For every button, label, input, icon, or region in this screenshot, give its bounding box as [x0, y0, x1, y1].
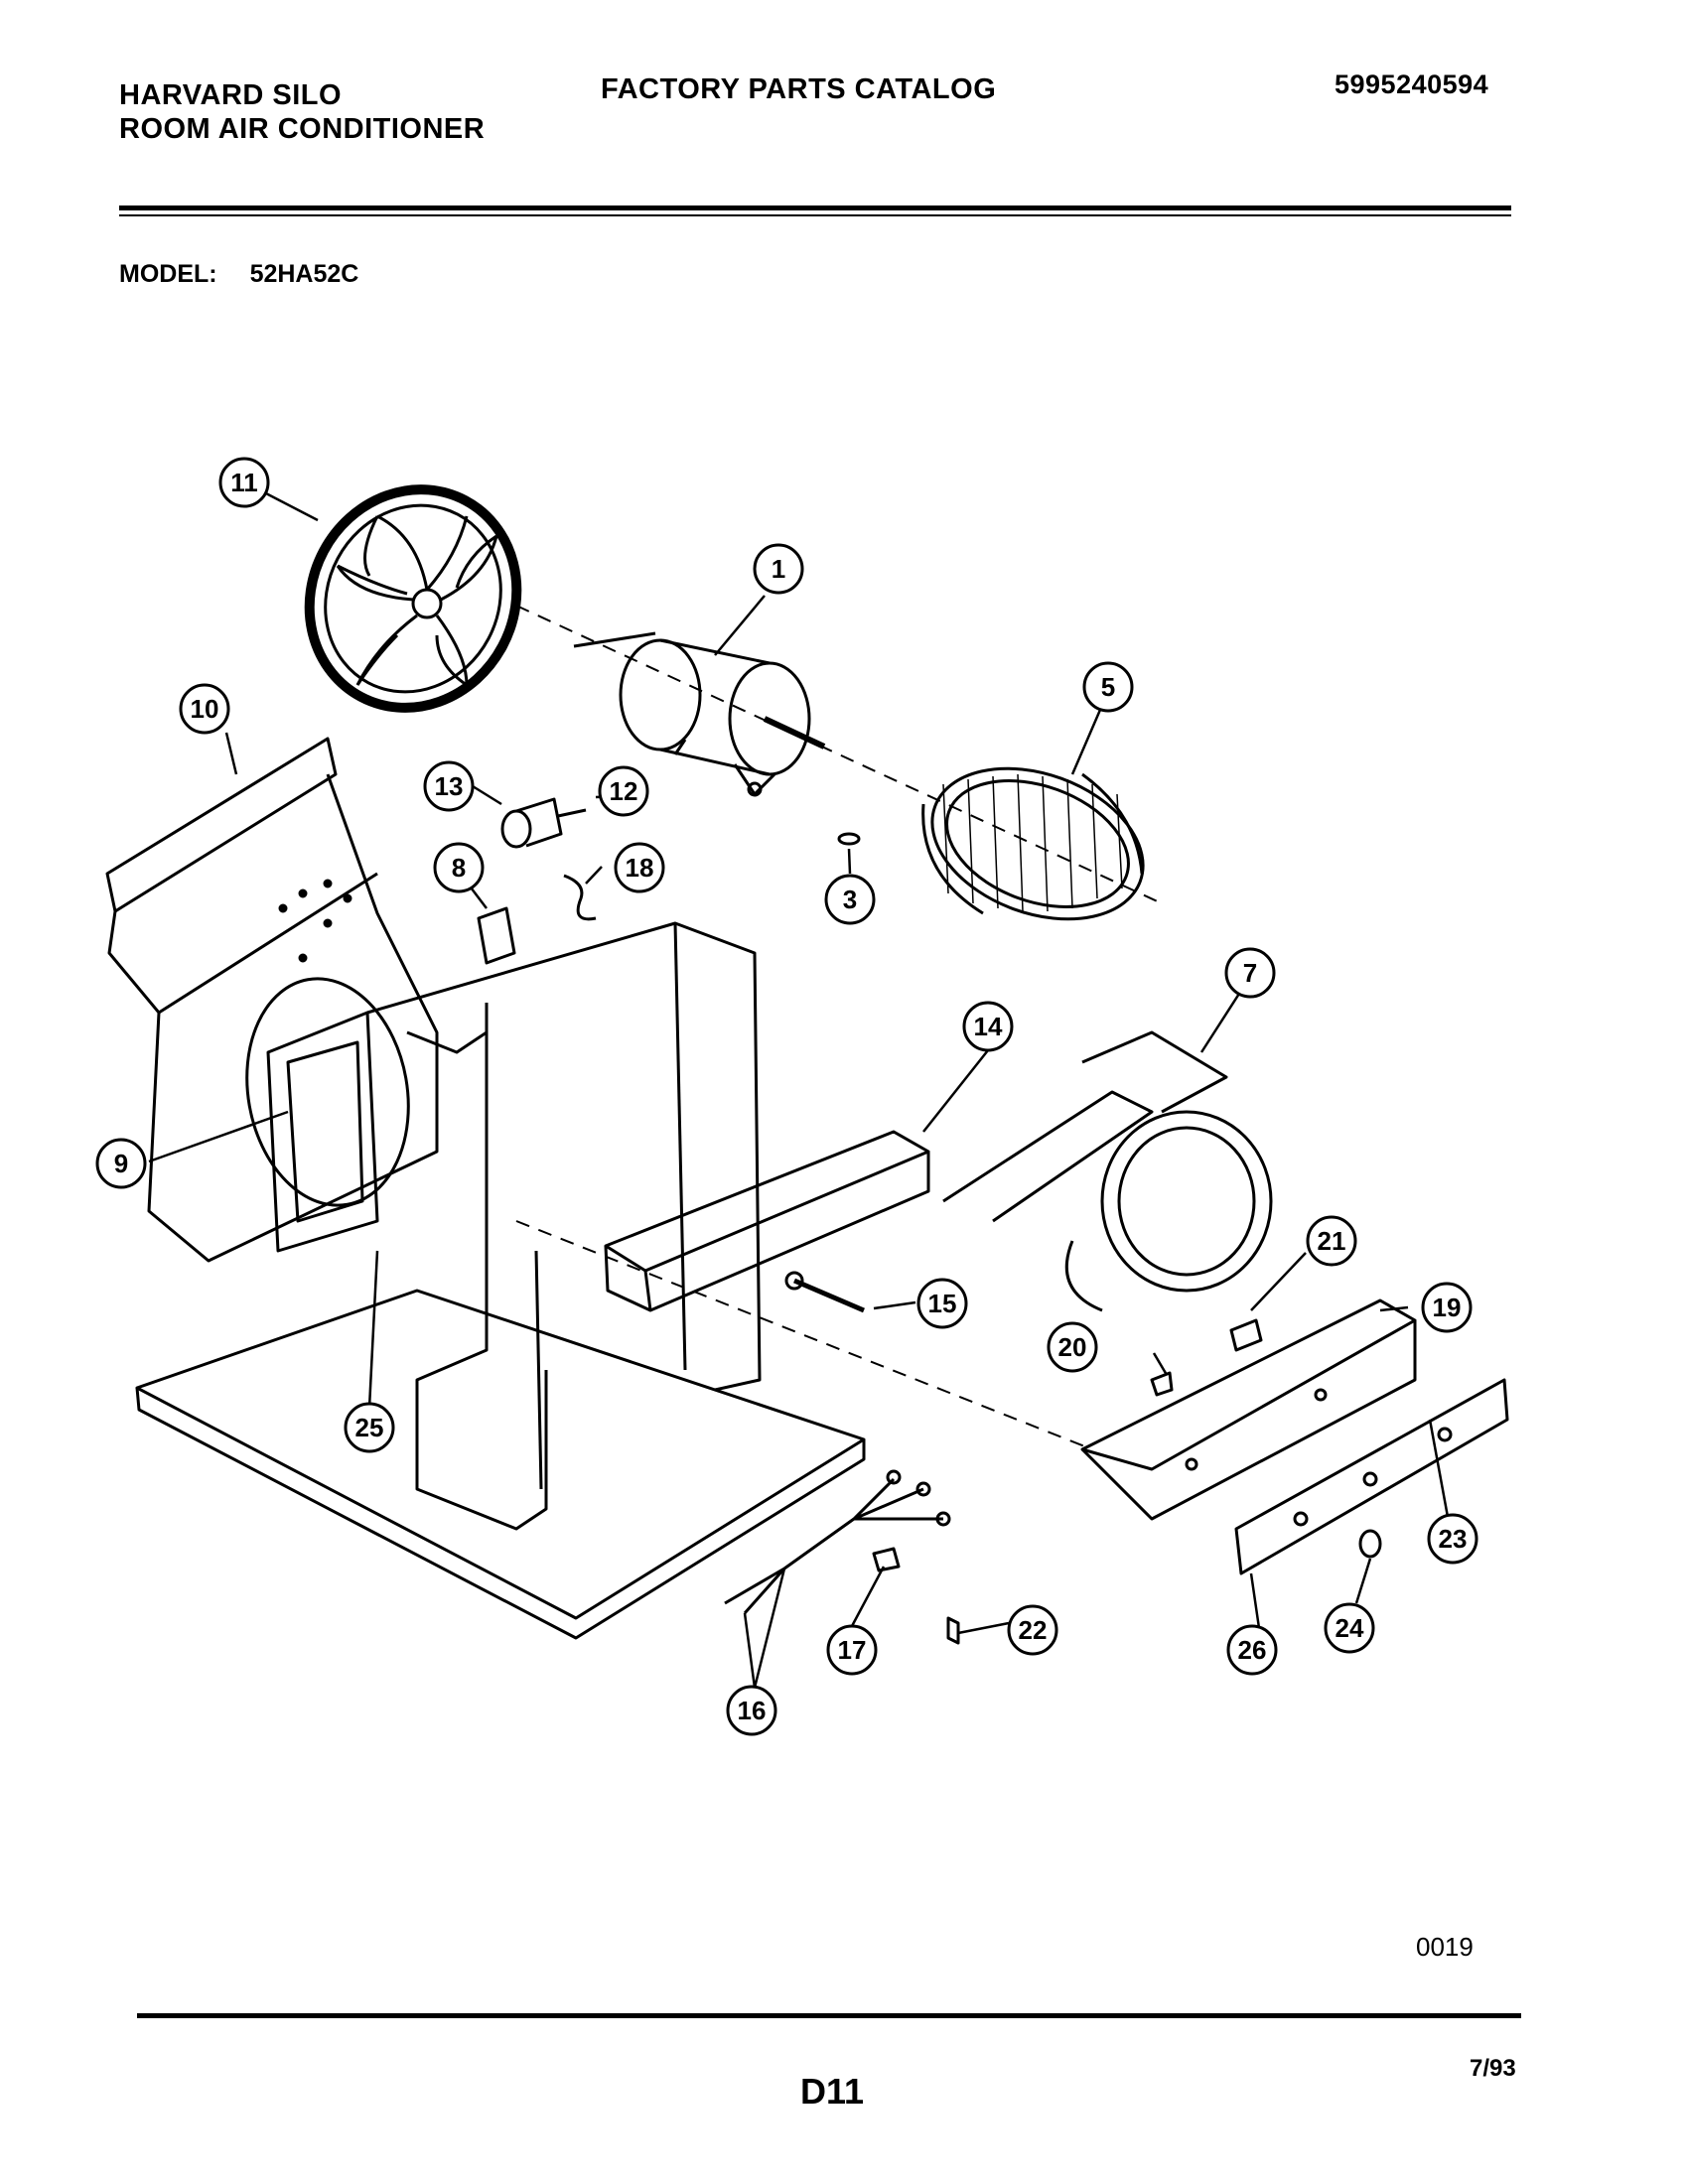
- callout-24: 24: [1324, 1602, 1375, 1654]
- drawing-code: 0019: [1416, 1932, 1474, 1962]
- callout-1: 1: [753, 543, 804, 595]
- svg-text:13: 13: [435, 771, 464, 801]
- callout-26: 26: [1226, 1624, 1278, 1676]
- callout-18: 18: [614, 842, 665, 893]
- callout-21: 21: [1306, 1215, 1357, 1267]
- control-bracket-part: [604, 1130, 930, 1312]
- model-row: MODEL: 52HA52C: [119, 260, 358, 289]
- page-id: D11: [800, 2071, 865, 2112]
- header-rule-thin: [119, 214, 1511, 216]
- svg-text:3: 3: [843, 885, 857, 914]
- header-rule-thick: [119, 205, 1511, 210]
- svg-text:25: 25: [355, 1413, 384, 1442]
- svg-text:11: 11: [230, 468, 258, 497]
- svg-text:5: 5: [1101, 672, 1115, 702]
- base-pan-part: [135, 1289, 866, 1640]
- svg-text:7: 7: [1243, 958, 1257, 988]
- svg-text:16: 16: [738, 1696, 767, 1725]
- svg-text:23: 23: [1439, 1524, 1468, 1554]
- svg-text:9: 9: [114, 1149, 128, 1178]
- scroll-housing-part: [942, 1030, 1273, 1312]
- callout-bubbles: 11 1 5 10 13 12 8 18 3 7 14 9 21 19 15 2…: [95, 457, 1478, 1736]
- brand-line-1: HARVARD SILO: [119, 79, 343, 111]
- condenser-shroud-part: [105, 737, 439, 1263]
- callout-11: 11: [218, 457, 270, 508]
- control-panel-bracket-part: [1080, 1298, 1417, 1521]
- callout-25: 25: [344, 1402, 395, 1453]
- bulkhead-part: [266, 921, 762, 1531]
- svg-text:17: 17: [838, 1635, 867, 1665]
- footer-rule: [137, 2013, 1521, 2018]
- mounting-plate-part: [1234, 1378, 1509, 1575]
- brand-line-2: ROOM AIR CONDITIONER: [119, 113, 486, 145]
- model-value: 52HA52C: [249, 260, 359, 288]
- callout-16: 16: [726, 1685, 777, 1736]
- callout-19: 19: [1421, 1282, 1473, 1333]
- svg-text:12: 12: [610, 776, 638, 806]
- svg-text:26: 26: [1238, 1635, 1267, 1665]
- callout-20: 20: [1047, 1321, 1098, 1373]
- callout-22: 22: [1007, 1604, 1058, 1656]
- callout-8: 8: [433, 842, 485, 893]
- svg-text:8: 8: [452, 853, 466, 883]
- callout-7: 7: [1224, 947, 1276, 999]
- callout-15: 15: [916, 1278, 968, 1329]
- svg-text:20: 20: [1058, 1332, 1087, 1362]
- svg-text:18: 18: [626, 853, 654, 883]
- revision-date: 7/93: [1470, 2055, 1516, 2082]
- part-number: 5995240594: [1335, 69, 1489, 99]
- svg-text:1: 1: [772, 554, 785, 584]
- svg-text:19: 19: [1433, 1293, 1462, 1322]
- callout-5: 5: [1082, 661, 1134, 713]
- svg-text:22: 22: [1019, 1615, 1048, 1645]
- fan-blade-part: [304, 484, 522, 713]
- catalog-title: FACTORY PARTS CATALOG: [601, 73, 997, 105]
- svg-text:21: 21: [1318, 1226, 1346, 1256]
- callout-10: 10: [179, 683, 230, 735]
- callout-9: 9: [95, 1138, 147, 1189]
- svg-text:10: 10: [191, 694, 219, 724]
- svg-text:24: 24: [1336, 1613, 1364, 1643]
- svg-text:15: 15: [928, 1289, 957, 1318]
- callout-23: 23: [1427, 1513, 1478, 1565]
- callout-14: 14: [962, 1001, 1014, 1052]
- callout-3: 3: [824, 874, 876, 925]
- model-label: MODEL:: [119, 260, 217, 288]
- callout-13: 13: [423, 760, 475, 812]
- svg-text:14: 14: [974, 1012, 1003, 1041]
- callout-12: 12: [598, 765, 649, 817]
- blower-wheel-part: [921, 766, 1145, 921]
- callout-17: 17: [826, 1624, 878, 1676]
- capacitor-part: [500, 797, 587, 849]
- fan-motor-part: [573, 631, 826, 797]
